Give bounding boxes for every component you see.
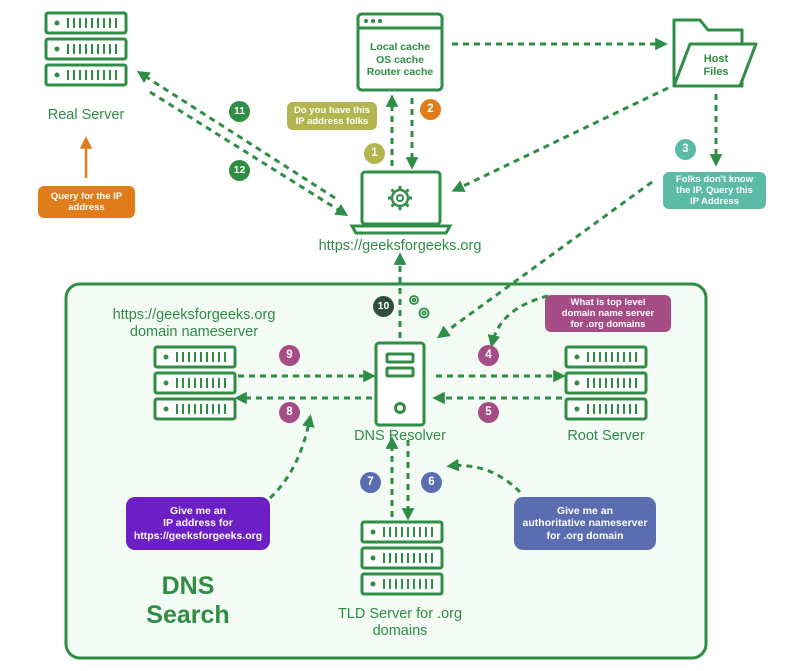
gear-icon [388, 186, 412, 210]
host-files-line1: Host [703, 53, 729, 65]
tld-server-label-line2: domains [372, 623, 428, 639]
arrow-12 [149, 90, 349, 217]
arrow-give-ip [268, 414, 315, 500]
do-you-have-line1: Do you have this [293, 104, 370, 116]
real-server-label: Real Server [47, 107, 125, 123]
cache-line-os: OS cache [376, 53, 424, 66]
folks-line1: Folks don't know [675, 173, 754, 185]
step-badge-12: 12 [229, 160, 250, 181]
real-server-icon [44, 11, 128, 87]
cache-box-text: Local cache OS cache Router cache [358, 41, 442, 79]
root-server-label: Root Server [567, 428, 645, 444]
step-badge-9: 9 [279, 345, 300, 366]
top-level-line1: What is top level [570, 296, 646, 308]
query-ip-line2: address [68, 202, 105, 213]
top-level-line2: domain name server [561, 307, 655, 319]
step-badge-5: 5 [478, 402, 499, 423]
arrow-top-level [487, 294, 549, 348]
query-ip-line1: Query for the IP [50, 190, 123, 202]
give-ip-line1: Give me an [169, 504, 227, 517]
dns-search-title: DNS Search [118, 572, 258, 630]
dns-resolver-label: DNS Resolver [354, 428, 446, 444]
step-badge-3: 3 [675, 139, 696, 160]
folder-icon [672, 18, 758, 88]
dns-search-title-line1: DNS [161, 572, 215, 600]
domain-nameserver-icon [153, 345, 237, 421]
folks-line3: IP Address [689, 196, 740, 208]
arrow-give-auth [446, 458, 522, 494]
browser-window-icon [356, 12, 444, 92]
arrow-host-laptop [451, 86, 669, 192]
laptop-icon [349, 170, 453, 235]
give-ip-line3: https://geeksforgeeks.org [133, 529, 263, 542]
dns-search-title-line2: Search [146, 601, 230, 629]
domain-nameserver-label-line1: https://geeksforgeeks.org [112, 307, 276, 323]
step-badge-4: 4 [478, 345, 499, 366]
do-you-have-line2: IP address folks [295, 116, 369, 127]
top-level-line3: for .org domains [570, 319, 646, 331]
folks-line2: the IP. Query this [676, 184, 753, 196]
gears-icon [409, 295, 430, 319]
arrow-11 [136, 70, 336, 200]
give-ip-line2: IP address for [163, 517, 233, 530]
laptop-url-label: https://geeksforgeeks.org [318, 238, 482, 254]
step-badge-8: 8 [279, 402, 300, 423]
tld-server-icon [360, 520, 444, 596]
cache-line-router: Router cache [366, 66, 434, 78]
step-badge-11: 11 [229, 101, 250, 122]
step-badge-2: 2 [420, 99, 441, 120]
cache-line-local: Local cache [369, 41, 431, 53]
give-auth-line2: authoritative nameserver [522, 517, 648, 530]
tld-server-label-line1: TLD Server for .org [337, 606, 463, 622]
give-auth-line1: Give me an [556, 504, 613, 517]
step-badge-10: 10 [373, 296, 394, 317]
host-files-line2: Files [703, 65, 729, 78]
give-auth-line3: for .org domain [546, 529, 624, 542]
step-badge-6: 6 [421, 472, 442, 493]
step-badge-7: 7 [360, 472, 381, 493]
dns-resolver-icon [374, 341, 426, 427]
domain-nameserver-label-line2: domain nameserver [129, 324, 259, 340]
host-files-text: Host Files [692, 53, 740, 78]
step-badge-1: 1 [364, 143, 385, 164]
root-server-icon [564, 345, 648, 421]
